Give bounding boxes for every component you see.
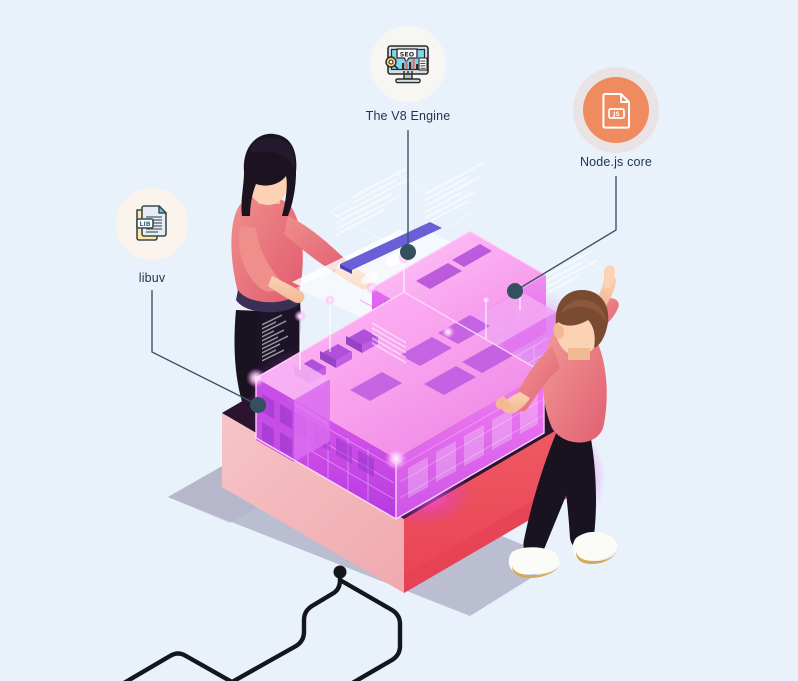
seo-icon-text: SEO	[400, 50, 415, 58]
hologram-city	[246, 230, 582, 520]
callout-badge-v8-engine[interactable]: SEO	[370, 26, 446, 102]
js-icon-text: JS	[612, 111, 620, 118]
antenna-tip-glows	[294, 252, 524, 322]
power-cable	[123, 565, 403, 681]
callout-badge-libuv[interactable]: LIB	[116, 188, 188, 260]
nodejs-core-circle	[583, 77, 649, 143]
sneaker-right	[572, 531, 618, 564]
connector-nodejs-core	[514, 176, 617, 292]
connector-libuv	[151, 290, 259, 406]
sneaker-left	[508, 547, 560, 578]
lib-document-icon: LIB	[136, 205, 167, 241]
holo-block-front-left	[256, 357, 330, 462]
lib-icon-text: LIB	[139, 220, 150, 228]
callout-connectors	[151, 130, 617, 406]
dot-v8-engine	[400, 244, 416, 260]
callout-endpoint-dots	[250, 244, 523, 413]
dot-libuv	[250, 397, 266, 413]
figure-man	[495, 265, 619, 578]
dot-nodejs-core	[507, 283, 523, 299]
callout-badge-nodejs-core[interactable]: JS	[573, 67, 659, 153]
seo-monitor-icon: SEO	[385, 45, 429, 84]
js-file-icon: JS	[602, 93, 630, 129]
